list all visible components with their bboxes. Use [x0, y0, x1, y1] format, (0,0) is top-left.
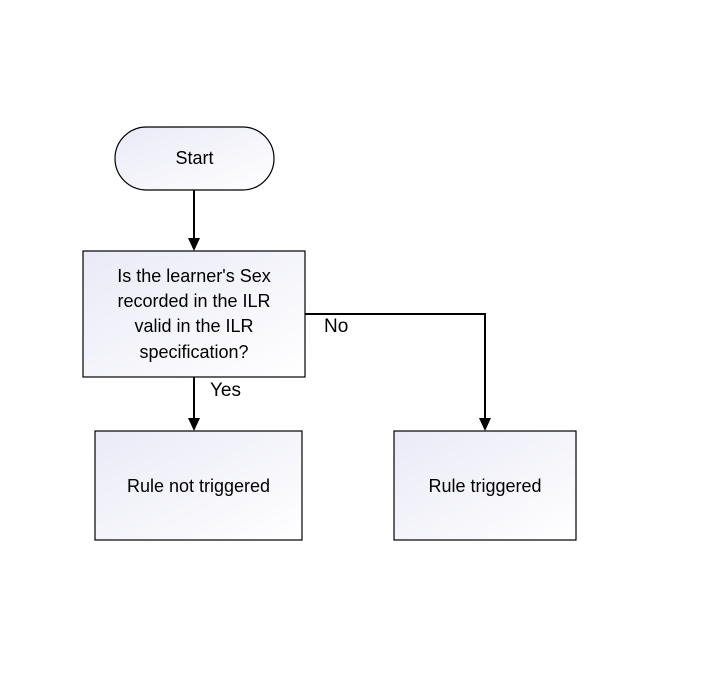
start-label: Start	[175, 148, 213, 168]
start-terminator-shape	[114, 126, 275, 191]
edge-label-yes: Yes	[210, 380, 241, 401]
decision-label-line-3: valid in the ILR	[134, 316, 253, 336]
rule-not-triggered-label: Rule not triggered	[127, 476, 270, 496]
node-decision: Is the learner's Sex recorded in the ILR…	[82, 250, 306, 378]
decision-box-shape	[82, 250, 306, 378]
arrowhead-start-to-decision	[188, 238, 200, 251]
node-start: Start	[114, 126, 275, 191]
rule-not-triggered-box-shape	[94, 430, 303, 541]
edges	[188, 190, 491, 431]
rule-triggered-label: Rule triggered	[428, 476, 541, 496]
rule-triggered-box-shape	[393, 430, 577, 541]
node-rule-triggered: Rule triggered	[393, 430, 577, 541]
decision-label-line-4: specification?	[139, 342, 248, 362]
arrowhead-decision-to-triggered	[479, 418, 491, 431]
edge-label-no: No	[324, 316, 348, 337]
arrowhead-decision-to-not-triggered	[188, 418, 200, 431]
decision-label-line-1: Is the learner's Sex	[117, 266, 271, 286]
node-rule-not-triggered: Rule not triggered	[94, 430, 303, 541]
decision-label-line-2: recorded in the ILR	[117, 291, 270, 311]
edge-decision-to-triggered	[305, 313, 486, 418]
